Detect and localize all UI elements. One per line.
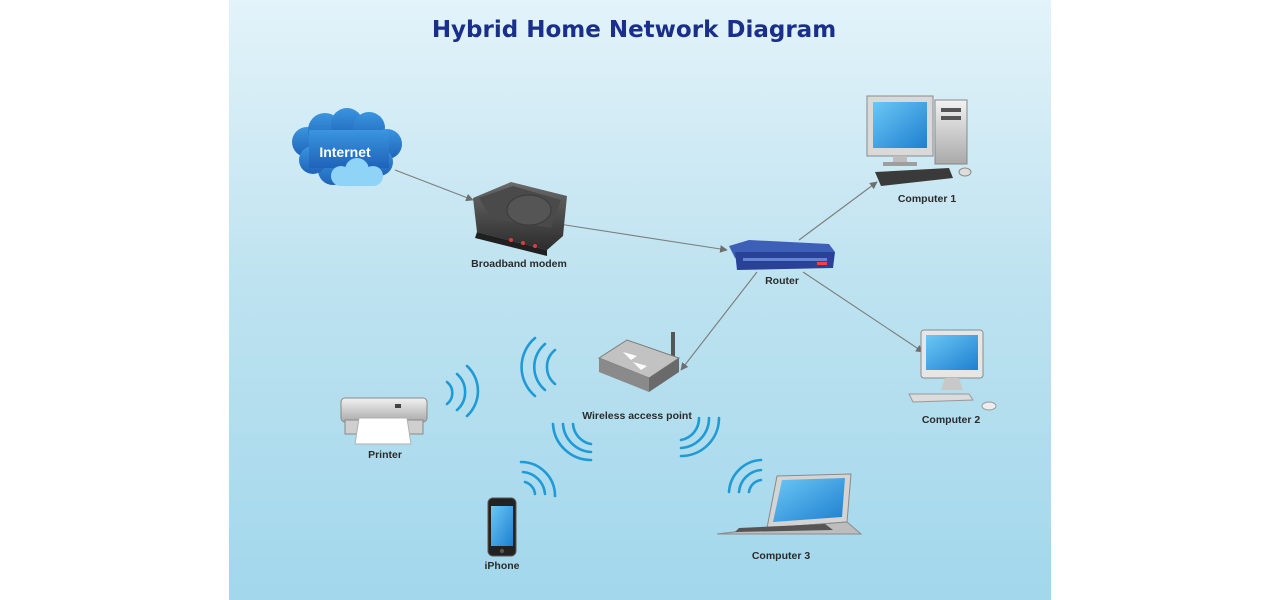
printer-icon (340, 397, 428, 445)
printer-signal-icon (445, 364, 480, 418)
modem-icon (473, 182, 567, 256)
iphone-signal-icon (519, 460, 557, 498)
diagram-title: Hybrid Home Network Diagram (432, 17, 836, 43)
iphone-label: iPhone (484, 560, 519, 572)
computer3-icon (716, 473, 863, 535)
computer3-label: Computer 3 (752, 550, 811, 562)
router-label: Router (765, 275, 799, 287)
link-router-access-point (680, 271, 758, 371)
internet-label: Internet (319, 144, 371, 160)
connection-lines (394, 169, 924, 371)
computer3-signal-icon (727, 458, 763, 494)
computer2-icon (908, 329, 997, 411)
access-point-bottom-right-signal-icon (679, 416, 721, 458)
access-point-left-signal-icon (520, 336, 557, 398)
link-router-computer1 (798, 181, 878, 241)
access-point-label: Wireless access point (582, 410, 692, 422)
internet-cloud-icon: Internet (292, 108, 402, 186)
computer1-label: Computer 1 (898, 193, 957, 205)
computer1-icon (866, 95, 972, 186)
diagram-canvas: Hybrid Home Network Diagram Internet (229, 0, 1051, 600)
access-point-bottom-left-signal-icon (551, 422, 593, 462)
link-router-computer2 (802, 271, 924, 353)
printer-label: Printer (368, 449, 402, 461)
access-point-icon (597, 332, 681, 392)
computer2-label: Computer 2 (922, 414, 981, 426)
link-modem-router (558, 223, 728, 253)
network-diagram: Hybrid Home Network Diagram Internet (292, 17, 997, 572)
iphone-icon (487, 497, 517, 557)
link-internet-modem (394, 169, 474, 202)
modem-label: Broadband modem (471, 258, 567, 270)
router-icon (729, 240, 835, 270)
